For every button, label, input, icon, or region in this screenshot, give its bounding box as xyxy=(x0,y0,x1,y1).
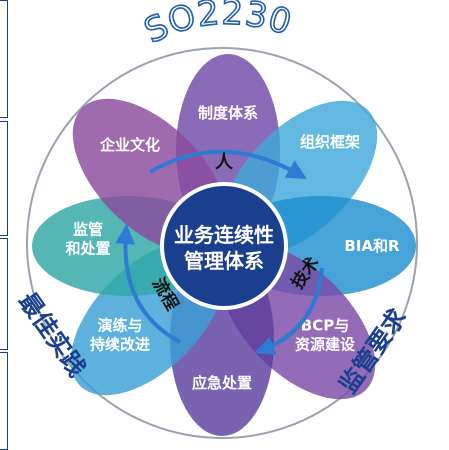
left-edge-tab xyxy=(0,0,8,118)
left-edge-tab xyxy=(0,121,8,236)
petal-label-6: 演练与持续改进 xyxy=(90,317,150,354)
petal-label-8: 企业文化 xyxy=(99,136,160,154)
cycle-arrow-right xyxy=(254,267,324,356)
petal-label-3: BIA和R xyxy=(344,237,400,255)
center-title-line2: 管理体系 xyxy=(184,249,264,273)
petal-label-1: 制度体系 xyxy=(198,104,258,122)
left-edge-tab xyxy=(0,238,8,350)
petal-label-4: BCP与资源建设 xyxy=(295,317,355,354)
petal-label-2: 组织框架 xyxy=(300,133,360,151)
standard-title-path: ISO22301 xyxy=(0,0,297,52)
outer-ring xyxy=(26,47,418,439)
standard-title: ISO22301 xyxy=(0,0,297,52)
petal-label-7: 监管和处置 xyxy=(65,221,110,258)
petal-label-5: 应急处置 xyxy=(192,374,252,392)
center-disc xyxy=(160,182,288,310)
cycle-arrow-left xyxy=(115,224,181,344)
center-title-line1: 业务连续性 xyxy=(174,223,274,247)
cycle-arrow-top xyxy=(148,149,307,179)
pillar-people: 人 xyxy=(215,152,234,173)
